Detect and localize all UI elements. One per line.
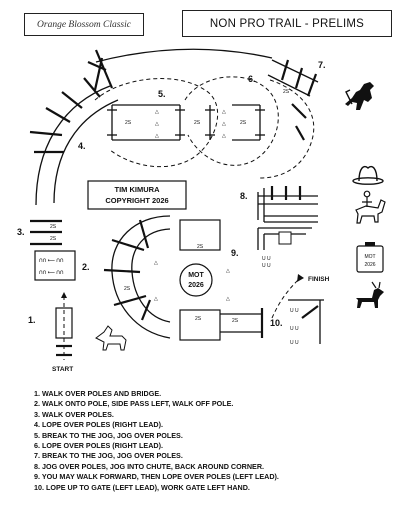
show-title: Orange Blossom Classic bbox=[24, 13, 144, 36]
instruction-item: 1. WALK OVER POLES AND BRIDGE. bbox=[34, 389, 162, 398]
svg-text:2S: 2S bbox=[283, 89, 290, 95]
svg-text:2S: 2S bbox=[50, 224, 57, 230]
instruction-item: 5. BREAK TO THE JOG, JOG OVER POLES. bbox=[34, 430, 183, 440]
instruction-item: 3. WALK OVER POLES. bbox=[34, 409, 114, 419]
instruction-item: 4. LOPE OVER POLES (RIGHT LEAD). bbox=[34, 420, 163, 430]
goat-icon bbox=[356, 281, 384, 308]
obstacle-number-8: 8. bbox=[240, 191, 248, 201]
obstacle-number-3: 3. bbox=[17, 227, 25, 237]
svg-text:△: △ bbox=[222, 121, 226, 127]
svg-text:△: △ bbox=[155, 133, 159, 139]
svg-text:2026: 2026 bbox=[364, 262, 375, 268]
obstacle-number-5: 5. bbox=[158, 89, 166, 99]
obstacle-4-curved-poles bbox=[29, 77, 119, 206]
svg-text:TIM KIMURA: TIM KIMURA bbox=[115, 185, 161, 194]
class-title: NON PRO TRAIL - PRELIMS bbox=[182, 10, 392, 37]
trail-course-diagram: 2S △ △ △ 2S △ △ △ 2S 2S bbox=[17, 48, 386, 373]
svg-text:2S: 2S bbox=[124, 286, 131, 292]
mot-sign-icon: MOT 2026 bbox=[356, 242, 384, 273]
svg-text:COPYRIGHT 2026: COPYRIGHT 2026 bbox=[105, 196, 168, 205]
instruction-item: 2. WALK ONTO POLE, SIDE PASS LEFT, WALK … bbox=[34, 399, 234, 409]
svg-text:2S: 2S bbox=[50, 236, 57, 242]
start-label: START bbox=[52, 366, 73, 373]
svg-text:△: △ bbox=[155, 121, 159, 127]
obstacle-number-4: 4. bbox=[78, 141, 86, 151]
svg-text:2026: 2026 bbox=[188, 282, 204, 289]
svg-text:ᑎᑎ ⟵ ᑎᑎ: ᑎᑎ ⟵ ᑎᑎ bbox=[39, 258, 64, 264]
svg-text:△: △ bbox=[226, 296, 230, 302]
designer-box: TIM KIMURA COPYRIGHT 2026 bbox=[87, 180, 187, 210]
svg-text:2S: 2S bbox=[240, 120, 247, 126]
cowboy-hat-icon bbox=[352, 165, 384, 185]
svg-text:MOT: MOT bbox=[364, 254, 375, 260]
obstacle-3-poles: 2S 2S bbox=[30, 219, 62, 246]
obstacle-8-chute: U U U U bbox=[257, 186, 318, 269]
obstacle-7-jog-poles: 2S bbox=[267, 59, 319, 141]
obstacle-number-1: 1. bbox=[28, 315, 36, 325]
svg-text:2S: 2S bbox=[194, 120, 201, 126]
svg-text:U U: U U bbox=[262, 256, 271, 262]
obstacle-number-7: 7. bbox=[318, 60, 326, 70]
svg-text:U U: U U bbox=[262, 263, 271, 269]
svg-text:2S: 2S bbox=[125, 120, 132, 126]
instruction-item: 7. BREAK TO THE JOG, JOG OVER POLES. bbox=[34, 451, 183, 461]
finish-label: FINISH bbox=[308, 276, 330, 283]
obstacle-1-bridge bbox=[55, 292, 73, 360]
svg-text:MOT: MOT bbox=[188, 272, 204, 279]
top-arc-poles bbox=[87, 48, 273, 91]
svg-text:U U: U U bbox=[290, 326, 299, 332]
obstacle-5-jog-poles: 2S △ △ △ 2S △ △ △ 2S bbox=[107, 104, 265, 141]
obstacle-2-side-pass: ᑎᑎ ⟵ ᑎᑎ ᑎᑎ ⟵ ᑎᑎ bbox=[34, 250, 76, 281]
obstacle-number-9: 9. bbox=[231, 248, 239, 258]
obstacle-9-lope-poles: 2S △ △ 2S △ △ MOT 2026 bbox=[103, 215, 230, 339]
instruction-item: 9. YOU MAY WALK FORWARD, THEN LOPE OVER … bbox=[34, 472, 279, 482]
svg-text:△: △ bbox=[154, 260, 158, 266]
horse-icon bbox=[95, 325, 127, 351]
svg-text:U U: U U bbox=[290, 340, 299, 346]
instruction-item: 6. LOPE OVER POLES (RIGHT LEAD). bbox=[34, 441, 163, 451]
dashed-lope-paths bbox=[94, 76, 315, 179]
svg-text:U U: U U bbox=[290, 308, 299, 314]
svg-text:△: △ bbox=[155, 109, 159, 115]
obstacle-number-2: 2. bbox=[82, 262, 90, 272]
svg-text:△: △ bbox=[226, 268, 230, 274]
svg-text:2S: 2S bbox=[195, 316, 202, 322]
svg-text:△: △ bbox=[154, 296, 158, 302]
svg-text:ᑎᑎ ⟵ ᑎᑎ: ᑎᑎ ⟵ ᑎᑎ bbox=[39, 270, 64, 276]
course-instructions: 1. WALK OVER POLES AND BRIDGE. 2. WALK O… bbox=[34, 389, 414, 493]
svg-text:△: △ bbox=[222, 109, 226, 115]
rearing-horse-icon bbox=[345, 82, 374, 110]
obstacle-number-6: 6. bbox=[248, 74, 256, 84]
svg-text:△: △ bbox=[222, 133, 226, 139]
svg-text:2S: 2S bbox=[232, 318, 239, 324]
obstacle-number-10: 10. bbox=[270, 318, 283, 328]
instruction-item: 8. JOG OVER POLES, JOG INTO CHUTE, BACK … bbox=[34, 461, 265, 471]
instruction-item: 10. LOPE UP TO GATE (LEFT LEAD), WORK GA… bbox=[34, 482, 250, 492]
svg-text:2S: 2S bbox=[197, 244, 204, 250]
horse-rider-icon bbox=[355, 190, 386, 224]
obstacle-10-gate: 2S 2S U U U U U U bbox=[179, 274, 324, 346]
